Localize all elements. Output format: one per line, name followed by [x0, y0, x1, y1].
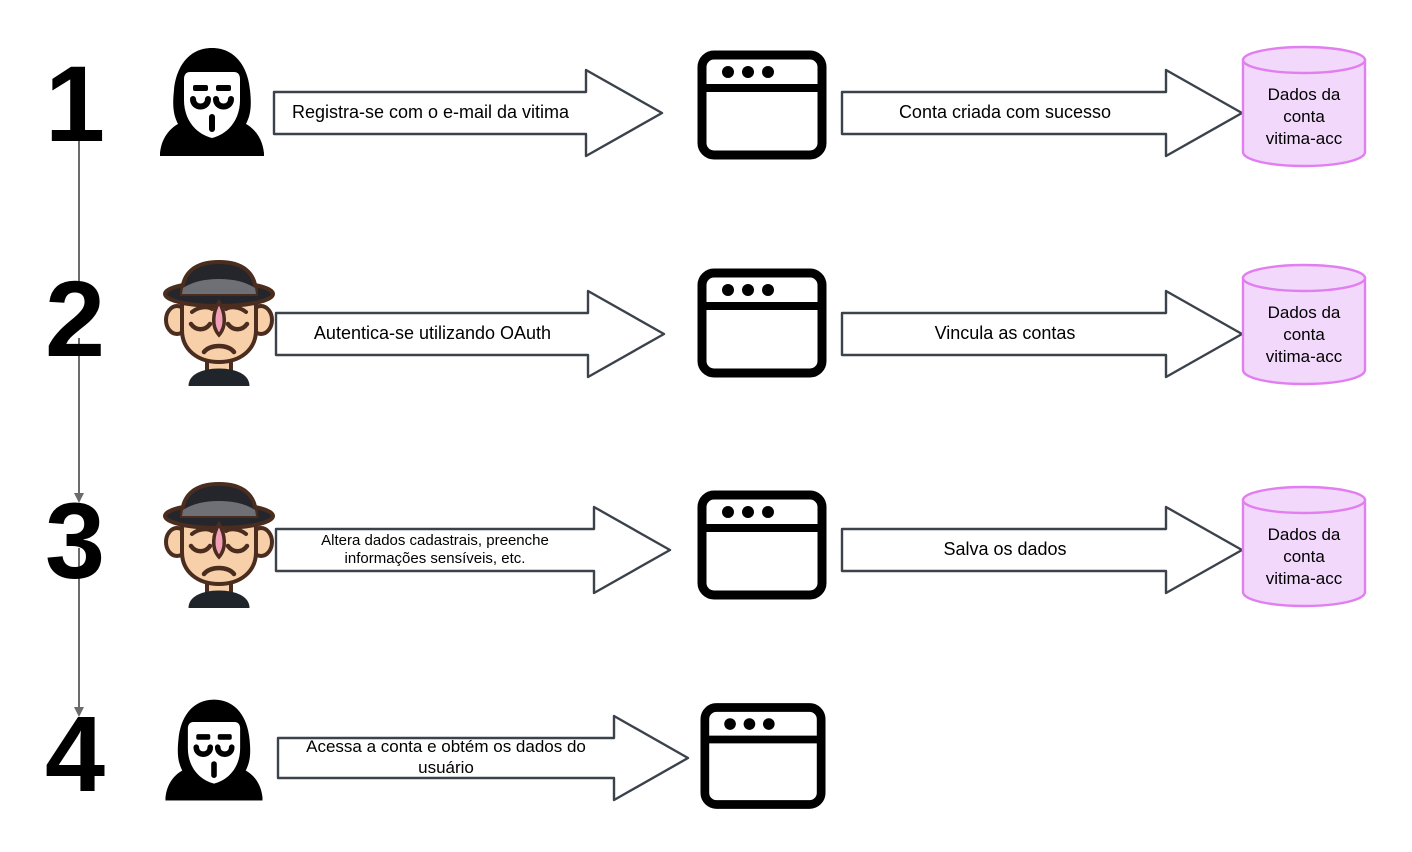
database-cylinder-icon: Dados da conta vitima-acc	[1240, 44, 1368, 168]
browser-window-icon	[697, 490, 827, 600]
step-number-2: 2	[44, 258, 106, 379]
detective-hat-person-icon	[163, 259, 275, 386]
hacker-anonymous-icon	[165, 699, 263, 801]
block-arrow-right-icon	[840, 505, 1244, 595]
cylinder-shape	[1241, 485, 1367, 608]
block-arrow-right-icon	[274, 505, 672, 595]
block-arrow-right-icon	[840, 289, 1244, 379]
step-2-action-arrow: Autentica-se utilizando OAuth	[270, 287, 670, 381]
hacker-anonymous-icon	[160, 48, 264, 156]
database-cylinder-icon: Dados da conta vitima-acc	[1240, 262, 1368, 386]
browser-window-icon	[700, 703, 826, 809]
step-1-result-arrow: Conta criada com sucesso	[838, 66, 1248, 160]
block-arrow-right-icon	[272, 68, 664, 158]
step-3-result-arrow: Salva os dados	[838, 503, 1248, 597]
block-arrow-right-icon	[274, 289, 666, 379]
step-1-action-arrow: Registra-se com o e-mail da vitima	[268, 66, 668, 160]
step-3-action-arrow: Altera dados cadastrais, preenche inform…	[272, 503, 676, 597]
step-number-1: 1	[44, 43, 106, 164]
browser-window-icon	[697, 50, 827, 160]
cylinder-shape	[1241, 45, 1367, 168]
block-arrow-right-icon	[840, 68, 1244, 158]
step-number-3: 3	[44, 480, 106, 601]
cylinder-shape	[1241, 263, 1367, 386]
browser-window-icon	[697, 268, 827, 378]
database-cylinder-icon: Dados da conta vitima-acc	[1240, 484, 1368, 608]
block-arrow-right-icon	[276, 714, 690, 802]
step-2-result-arrow: Vincula as contas	[838, 287, 1248, 381]
detective-hat-person-icon	[163, 481, 275, 608]
step-flow-connector	[74, 128, 84, 717]
step-4-action-arrow: Acessa a conta e obtém os dados do usuár…	[274, 712, 694, 804]
step-number-4: 4	[44, 693, 106, 814]
